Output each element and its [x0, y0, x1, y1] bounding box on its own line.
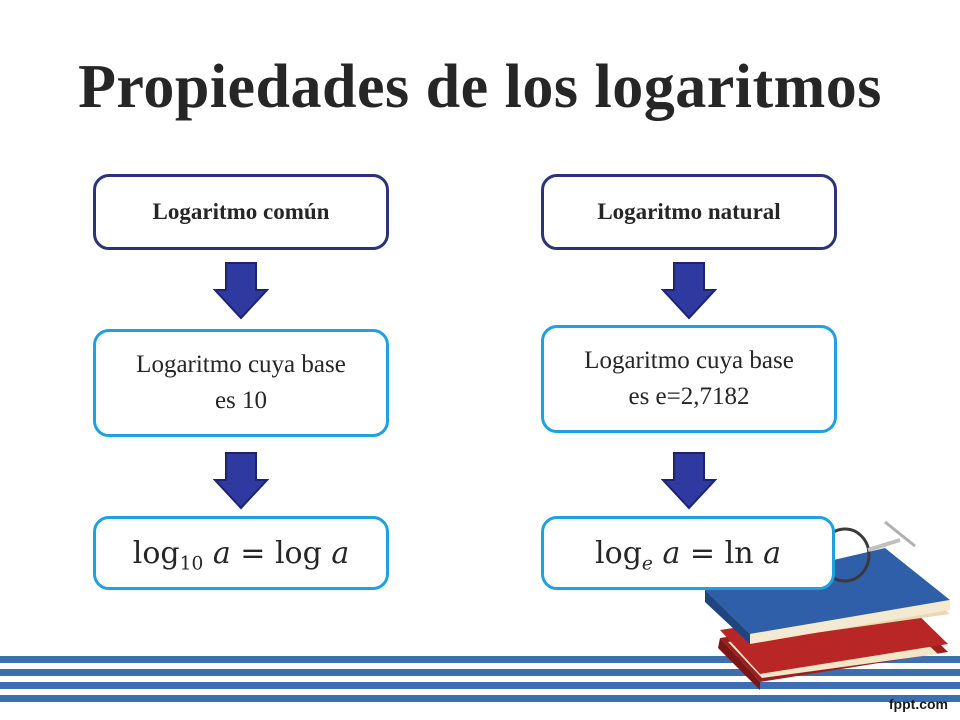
down-arrow-icon [213, 262, 269, 320]
heading-box-natural-log: Logaritmo natural [541, 174, 837, 250]
down-arrow-icon [661, 452, 717, 510]
footer-stripes [0, 656, 960, 702]
formula-natural-log: loge a = ln a [595, 535, 781, 574]
heading-label: Logaritmo natural [597, 199, 781, 224]
heading-box-common-log: Logaritmo común [93, 174, 389, 250]
formula-common-log: log10 a = log a [132, 535, 350, 574]
page-title: Propiedades de los logaritmos [78, 53, 882, 121]
description-line: Logaritmo cuya base [136, 351, 346, 378]
down-arrow-icon [213, 452, 269, 510]
formula-box-common-log: log10 a = log a [93, 516, 389, 590]
description-line: es e=2,7182 [628, 383, 750, 410]
stripe [0, 656, 960, 663]
stripe [0, 695, 960, 702]
stripe [0, 682, 960, 689]
description-box-natural-log: Logaritmo cuya base es e=2,7182 [541, 325, 837, 433]
formula-box-natural-log: loge a = ln a [541, 516, 835, 590]
books-illustration [705, 520, 950, 690]
brand-watermark: fppt.com [888, 696, 948, 712]
description-line: es 10 [214, 387, 268, 414]
description-line: Logaritmo cuya base [584, 347, 794, 374]
description-box-common-log: Logaritmo cuya base es 10 [93, 329, 389, 437]
stripe [0, 669, 960, 676]
down-arrow-icon [661, 262, 717, 320]
heading-label: Logaritmo común [152, 199, 330, 224]
